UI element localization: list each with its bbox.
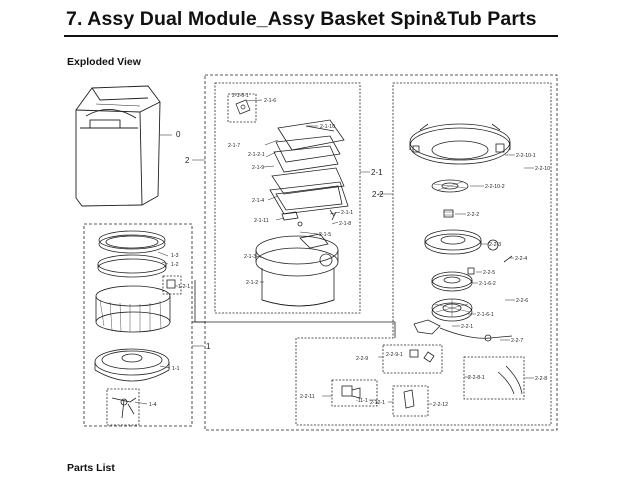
callout-1-3: 1-3 bbox=[171, 253, 179, 259]
basket-spin bbox=[95, 285, 171, 333]
callout-2-1-1: 2-1-1 bbox=[341, 210, 353, 216]
group-2-2-box bbox=[295, 82, 552, 426]
callout-2-2-8-1: 2-2-8-1 bbox=[468, 375, 485, 381]
part-1-2-1 bbox=[166, 279, 176, 289]
callout-2-1-7: 2-1-7 bbox=[228, 143, 240, 149]
part-2-2-12 bbox=[403, 389, 415, 409]
page-title: 7. Assy Dual Module_Assy Basket Spin&Tub… bbox=[66, 8, 537, 30]
part-2-2-9-box bbox=[382, 344, 443, 374]
callout-2-1-10: 2-1-10 bbox=[320, 124, 335, 130]
callout-2-2-9-1: 2-2-9-1 bbox=[386, 352, 403, 358]
callout-2-2-6: 2-2-6 bbox=[516, 298, 528, 304]
callout-2-2-2: 2-2-2 bbox=[467, 212, 479, 218]
callout-1-2: 1-2 bbox=[171, 262, 179, 268]
flange-shaft bbox=[111, 397, 137, 419]
label-group-2-2: 2-2 bbox=[372, 190, 384, 199]
callout-1-2-1: 1-2-1 bbox=[178, 284, 190, 290]
callout-2-1-9: 2-1-9 bbox=[252, 165, 264, 171]
callout-2-2-10-1: 2-2-10-1 bbox=[516, 153, 536, 159]
callout-2-2-10: 2-2-10 bbox=[535, 166, 550, 172]
washer-cabinet bbox=[75, 85, 161, 207]
drain-hose bbox=[497, 365, 523, 395]
tub-bottom bbox=[94, 348, 170, 382]
label-group-2: 2 bbox=[185, 156, 190, 165]
label-group-0: 0 bbox=[176, 130, 181, 139]
callout-2-1-6-1: 2-1-6-1 bbox=[232, 93, 249, 99]
callout-2-1-2-1: 2-1-2-1 bbox=[248, 152, 265, 158]
part-2-1-6-1-box bbox=[227, 93, 257, 123]
tub-cover-assy bbox=[269, 119, 349, 215]
callout-2-1-8: 2-1-8 bbox=[339, 221, 351, 227]
callout-2-2-3: 2-2-3 bbox=[489, 242, 501, 248]
callout-2-2-1: 2-2-1 bbox=[461, 324, 473, 330]
callout-2-1-11: 2-1-11 bbox=[254, 218, 269, 224]
part-2-2-11-box bbox=[331, 379, 378, 407]
callout-1-1: 1-1 bbox=[172, 366, 180, 372]
part-2-1-9 bbox=[329, 209, 337, 221]
callout-1-4: 1-4 bbox=[149, 402, 157, 408]
part-2-2-12-box bbox=[392, 385, 429, 417]
part-2-2-2 bbox=[443, 209, 454, 218]
callout-2-12-1: 2-12-1 bbox=[370, 400, 385, 406]
stator bbox=[431, 298, 473, 322]
part-2-1-5 bbox=[297, 221, 303, 227]
rotor bbox=[431, 271, 473, 292]
callout-2-2-7: 2-2-7 bbox=[511, 338, 523, 344]
exploded-view-heading: Exploded View bbox=[67, 56, 141, 68]
part-2-2-4 bbox=[503, 255, 513, 263]
balancer bbox=[97, 254, 167, 278]
part-2-2-9 bbox=[409, 349, 435, 363]
callout-2-2-4: 2-2-4 bbox=[515, 256, 527, 262]
callout-2-1-2: 2-1-2 bbox=[246, 280, 258, 286]
callout-2-1-6-1b: 2-1-6-1 bbox=[477, 312, 494, 318]
parts-list-heading: Parts List bbox=[67, 462, 115, 474]
tub bbox=[261, 268, 335, 307]
callout-2-2-10-2: 2-2-10-2 bbox=[485, 184, 505, 190]
callout-2-1-6-2: 2-1-6-2 bbox=[479, 281, 496, 287]
callout-2-2-8: 2-2-8 bbox=[535, 376, 547, 382]
part-2-1-11 bbox=[281, 211, 299, 221]
part-2-2-11 bbox=[341, 385, 361, 399]
pulsator bbox=[431, 179, 469, 193]
tub-bottom-assy bbox=[409, 123, 511, 165]
callout-2-2-5: 2-2-5 bbox=[483, 270, 495, 276]
part-2-1-6-1 bbox=[235, 99, 251, 115]
callout-2-2-9: 2-2-9 bbox=[356, 356, 368, 362]
part-2-1-10 bbox=[305, 125, 335, 132]
bracket-motor bbox=[424, 229, 499, 255]
tub-cover bbox=[255, 233, 339, 277]
label-group-1: 1 bbox=[206, 342, 211, 351]
callout-2-1-4: 2-1-4 bbox=[252, 198, 264, 204]
title-underline bbox=[64, 35, 558, 37]
label-group-2-1: 2-1 bbox=[371, 168, 383, 177]
part-2-2-5 bbox=[467, 267, 475, 275]
callout-2-1-3: 2-1-3 bbox=[244, 254, 256, 260]
group-2-box bbox=[204, 74, 558, 431]
callout-11-1: -11-1 bbox=[356, 398, 368, 404]
tub-ring bbox=[98, 230, 166, 254]
callout-2-2-12: 2-2-12 bbox=[433, 402, 448, 408]
callout-2-1-5: 2-1-5 bbox=[319, 232, 331, 238]
callout-2-2-11: 2-2-11 bbox=[300, 394, 315, 400]
part-1-4-box bbox=[106, 388, 140, 426]
part-1-2-1-box bbox=[162, 275, 182, 295]
group-2-1-box bbox=[214, 82, 361, 314]
callout-2-1-6: 2-1-6 bbox=[264, 98, 276, 104]
drain-motor-harness bbox=[413, 319, 513, 342]
